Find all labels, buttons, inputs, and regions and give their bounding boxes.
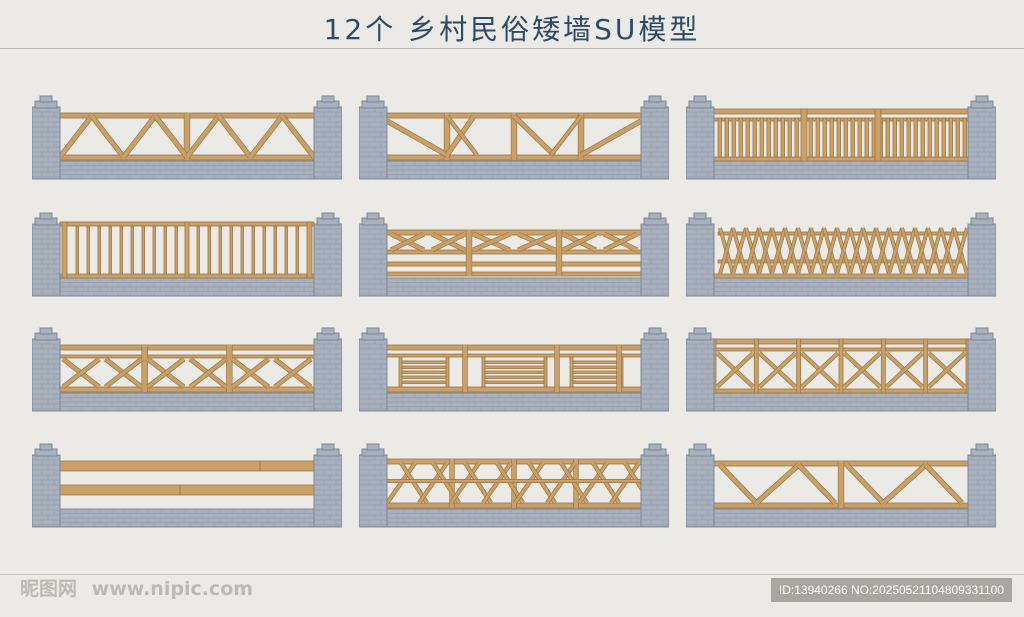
fence-panel-11 [359, 443, 669, 533]
fence-illustration [686, 95, 996, 180]
fence-illustration [32, 212, 342, 297]
watermark-logo-text: 昵图网 [20, 578, 78, 600]
fence-panel-9 [686, 327, 996, 417]
fence-panel-5 [359, 212, 669, 302]
fence-illustration [32, 443, 342, 528]
footer-divider [0, 574, 1024, 575]
fence-illustration [686, 443, 996, 528]
fence-illustration [32, 95, 342, 180]
fence-illustration [359, 95, 669, 180]
fence-illustration [359, 327, 669, 412]
fence-panel-6 [686, 212, 996, 302]
watermark-logo: 昵图网 www.nipic.com [20, 578, 261, 600]
fence-panel-7 [32, 327, 342, 417]
image-id-badge: ID:13940266 NO:20250521104809331100 [770, 578, 1012, 602]
fence-panel-2 [359, 95, 669, 185]
fence-panel-8 [359, 327, 669, 417]
fence-illustration [686, 327, 996, 412]
fence-panel-4 [32, 212, 342, 302]
fence-illustration [359, 212, 669, 297]
fence-grid [32, 95, 996, 533]
fence-illustration [686, 212, 996, 297]
fence-panel-1 [32, 95, 342, 185]
fence-panel-3 [686, 95, 996, 185]
fence-panel-10 [32, 443, 342, 533]
fence-illustration [32, 327, 342, 412]
page-title: 12个 乡村民俗矮墙SU模型 [323, 13, 701, 46]
title-divider [0, 48, 1024, 49]
watermark-site: www.nipic.com [91, 578, 254, 600]
fence-panel-12 [686, 443, 996, 533]
fence-illustration [359, 443, 669, 528]
